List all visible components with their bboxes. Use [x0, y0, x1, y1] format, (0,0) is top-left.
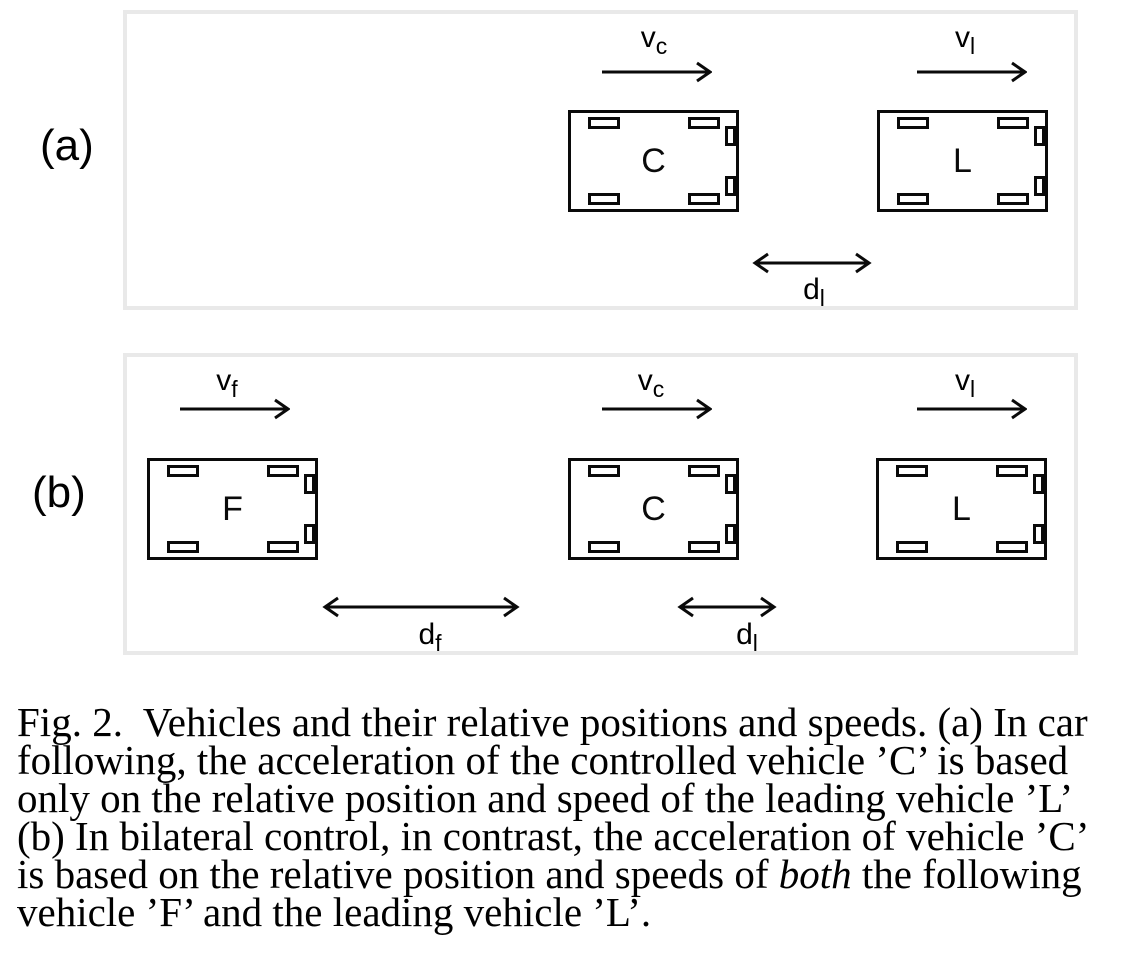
vehicle-label: F [222, 490, 243, 528]
distance-symbol: d [736, 618, 753, 651]
vehicle-l-a: L [877, 110, 1048, 212]
wheel-icon [996, 465, 1028, 477]
distance-symbol: d [418, 618, 436, 651]
velocity-subscript: c [652, 376, 665, 402]
wheel-icon [588, 541, 620, 553]
velocity-subscript: l [969, 376, 976, 402]
distance-subscript: f [435, 630, 442, 656]
wheel-icon [588, 193, 620, 205]
wheel-icon [167, 465, 199, 477]
headlight-icon [1034, 126, 1045, 146]
velocity-symbol: v [216, 364, 232, 397]
distance-arrow-icon-df-b [322, 594, 520, 620]
headlight-icon [1033, 524, 1044, 544]
caption-line-5-post: the following [851, 851, 1082, 897]
wheel-icon [896, 541, 928, 553]
velocity-arrow-icon-vl-a [915, 59, 1027, 85]
caption-line-2: following, the acceleration of the contr… [17, 737, 1069, 783]
wheel-icon [897, 117, 929, 129]
wheel-icon [688, 541, 720, 553]
figure-caption: Fig. 2. Vehicles and their relative posi… [17, 699, 1117, 935]
wheel-icon [896, 465, 928, 477]
panel-a-label: (a) [40, 121, 94, 170]
velocity-label-vf-b: vf [216, 363, 238, 402]
distance-symbol: d [803, 273, 820, 306]
distance-arrow-icon-dl-b [677, 594, 777, 620]
wheel-icon [997, 193, 1029, 205]
velocity-label-vl-a: vl [954, 20, 976, 59]
caption-line-4: (b) In bilateral control, in contrast, t… [17, 813, 1090, 859]
distance-arrow-icon-dl-a [752, 250, 872, 276]
headlight-icon [1034, 176, 1045, 196]
headlight-icon [304, 524, 315, 544]
panel-a-frame: vc vl C L [123, 10, 1078, 310]
distance-label-dl-b: dl [736, 617, 758, 656]
velocity-subscript: l [969, 33, 976, 59]
headlight-icon [725, 524, 736, 544]
velocity-label-vl-b: vl [954, 363, 976, 402]
velocity-arrow-icon-vl-b [915, 396, 1027, 422]
distance-label-df-b: df [418, 617, 442, 656]
distance-subscript: l [752, 630, 758, 656]
vehicle-f-b: F [147, 458, 318, 560]
velocity-symbol: v [954, 364, 970, 397]
panel-b-frame: vf vc vl F C [123, 353, 1078, 655]
headlight-icon [725, 176, 736, 196]
velocity-label-vc-b: vc [637, 363, 665, 402]
headlight-icon [304, 474, 315, 494]
wheel-icon [688, 117, 720, 129]
panel-b-label: (b) [32, 468, 86, 517]
wheel-icon [167, 541, 199, 553]
wheel-icon [688, 465, 720, 477]
wheel-icon [897, 193, 929, 205]
wheel-icon [997, 117, 1029, 129]
velocity-label-vc-a: vc [640, 20, 668, 59]
headlight-icon [725, 474, 736, 494]
velocity-symbol: v [954, 21, 970, 54]
velocity-symbol: v [640, 21, 656, 54]
wheel-icon [688, 193, 720, 205]
wheel-icon [267, 541, 299, 553]
caption-line-1: Fig. 2. Vehicles and their relative posi… [17, 699, 1088, 745]
velocity-arrow-icon-vc-b [600, 396, 712, 422]
caption-line-5: is based on the relative position and sp… [17, 854, 1117, 895]
wheel-icon [267, 465, 299, 477]
caption-line-3: only on the relative position and speed … [17, 775, 1074, 821]
distance-label-dl-a: dl [803, 272, 825, 311]
vehicle-label: L [953, 142, 972, 180]
velocity-symbol: v [637, 364, 653, 397]
velocity-arrow-icon-vf-b [178, 396, 290, 422]
caption-line-5-pre: is based on the relative position and sp… [17, 851, 779, 897]
vehicle-label: L [952, 490, 971, 528]
vehicle-c-b: C [568, 458, 739, 560]
vehicle-label: C [641, 142, 666, 180]
velocity-subscript: c [655, 33, 668, 59]
vehicle-l-b: L [876, 458, 1047, 560]
vehicle-c-a: C [568, 110, 739, 212]
vehicle-label: C [641, 490, 666, 528]
caption-line-5-italic: both [778, 851, 852, 897]
caption-line-6: vehicle ’F’ and the leading vehicle ’L’. [17, 889, 652, 935]
velocity-arrow-icon-vc-a [600, 59, 712, 85]
wheel-icon [588, 465, 620, 477]
velocity-subscript: f [231, 376, 238, 402]
headlight-icon [725, 126, 736, 146]
wheel-icon [588, 117, 620, 129]
headlight-icon [1033, 474, 1044, 494]
distance-subscript: l [819, 285, 825, 311]
wheel-icon [996, 541, 1028, 553]
